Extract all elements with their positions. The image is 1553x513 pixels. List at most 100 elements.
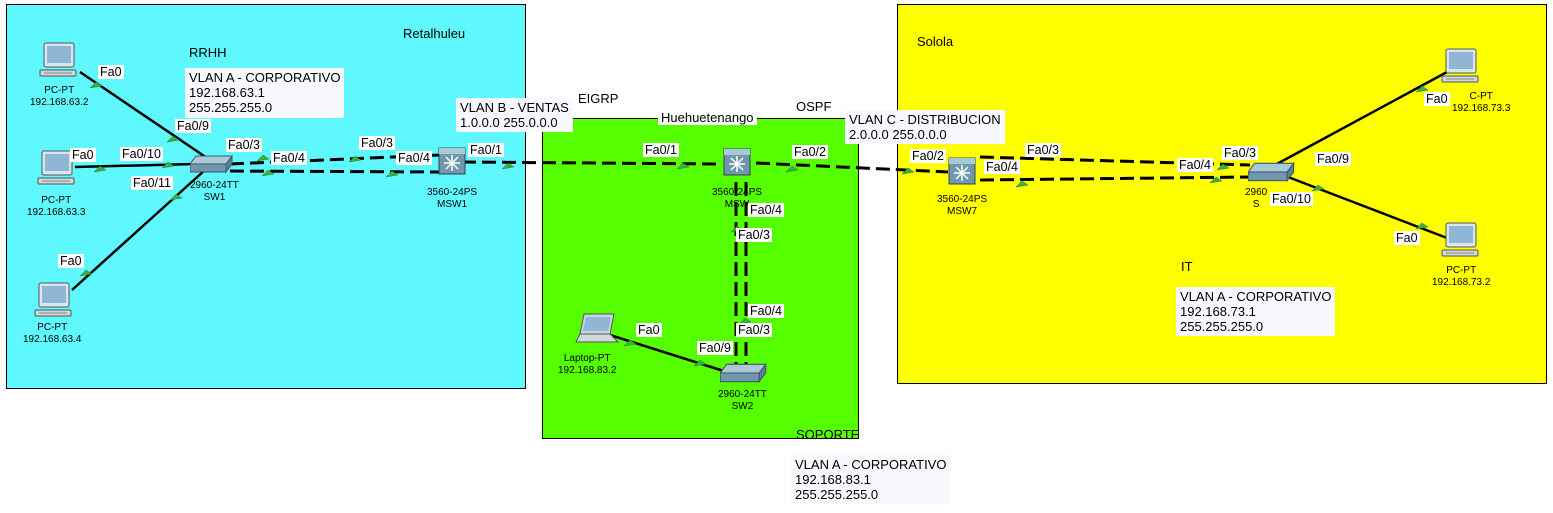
port-dot [261,169,275,177]
device-model: PC-PT [1446,265,1477,276]
device-name: MSW7 [947,206,978,217]
device-model: PC-PT [37,322,68,333]
pc-icon[interactable] [1440,48,1484,86]
note-line: 255.255.255.0 [189,100,273,115]
port-dot [785,165,799,173]
port-label: Fa0/11 [131,176,173,190]
port-label: Fa0/3 [736,228,772,242]
port-dot [1311,184,1325,192]
port-dot [93,165,107,173]
port-dot [348,155,362,163]
switch-icon[interactable] [1248,159,1296,185]
port-dot [693,359,707,367]
laptop-icon[interactable] [574,312,620,348]
zone-title-retalhuleu: Retalhuleu [403,26,466,41]
device-name: SW1 [203,192,226,203]
note-line: VLAN A - CORPORATIVO [1180,289,1332,304]
note-vlan-a-retalhuleu: VLAN A - CORPORATIVO 192.168.63.1 255.25… [185,68,345,118]
note-line: VLAN C - DISTRIBUCION [849,112,1001,127]
port-label: Fa0/1 [468,143,504,157]
device-name: S [1252,199,1260,210]
device-name: SW2 [731,401,754,412]
switch-icon[interactable] [720,360,768,386]
note-line: 2.0.0.0 255.0.0.0 [849,127,947,142]
note-line: 255.255.255.0 [795,487,879,502]
note-line: 1.0.0.0 255.0.0.0 [460,115,558,130]
port-label: Fa0 [58,254,84,268]
note-line: 192.168.63.1 [189,85,265,100]
port-dot [79,269,93,277]
pc-icon[interactable] [36,150,80,188]
link-swsol-pc4 [1274,70,1448,167]
port-dot [1209,176,1223,184]
note-line: VLAN B - VENTAS [460,100,569,115]
port-label: Fa0/3 [736,323,772,337]
port-label: Fa0/2 [792,145,828,159]
port-label: Fa0 [70,148,96,162]
port-dot [676,162,690,170]
device-model: PC-PT [44,85,75,96]
zone-solola [897,4,1547,384]
device-ip: 192.168.63.3 [27,207,86,218]
port-label: Fa0/9 [1315,152,1351,166]
note-line: 255.255.255.0 [1180,319,1264,334]
zone-title-solola: Solola [917,34,954,49]
note-line: VLAN A - CORPORATIVO [795,457,947,472]
pc-icon[interactable] [38,42,82,80]
port-dot [166,135,180,143]
port-label: Fa0/4 [748,304,784,318]
multilayer-switch-icon[interactable] [946,155,980,189]
port-label: Fa0/4 [396,151,432,165]
note-line: VLAN A - CORPORATIVO [189,70,341,85]
port-dot [501,162,515,170]
pc-icon[interactable] [1440,222,1484,260]
multilayer-switch-icon[interactable] [436,145,470,179]
port-label: Fa0 [98,65,124,79]
port-dot [161,161,175,169]
note-soporte: SOPORTE [796,427,860,442]
device-model: PC-PT [41,195,72,206]
port-label: Fa0/10 [120,147,163,161]
device-ip: 192.168.73.3 [1452,103,1511,114]
pc-icon[interactable] [33,282,77,320]
link-pc3-sw1 [71,169,206,291]
protocol-eigrp: EIGRP [578,91,619,106]
port-label: Fa0/9 [697,341,733,355]
link-msw7-swsol-fa04 [979,175,1251,182]
switch-icon[interactable] [190,152,234,176]
port-label: Fa0/3 [1025,143,1061,157]
port-label: Fa0/3 [1222,146,1258,160]
note-it: IT [1181,259,1193,274]
link-mswh-msw7 [755,161,949,174]
device-model: 2960 [1245,187,1268,198]
port-dot [385,170,399,178]
device-ip: 192.168.63.2 [30,97,89,108]
port-dot [1415,85,1429,93]
multilayer-switch-icon[interactable] [721,146,755,180]
device-ip: 192.168.73.2 [1432,277,1491,288]
port-label: Fa0 [1424,92,1450,106]
device-model: 2960-24TT [718,389,767,400]
port-dot [89,81,103,89]
port-label: Fa0/10 [1270,192,1313,206]
port-label: Fa0/3 [359,136,395,150]
port-label: Fa0/9 [175,119,211,133]
port-dot [623,339,637,347]
link-msw1-mswh [461,160,723,166]
note-vlan-b: VLAN B - VENTAS 1.0.0.0 255.0.0.0 [456,98,573,132]
note-vlan-a-huehuetenango: VLAN A - CORPORATIVO 192.168.83.1 255.25… [791,455,951,504]
port-label: Fa0 [636,323,662,337]
port-label: Fa0/3 [226,138,262,152]
port-label: Fa0/4 [271,151,307,165]
zone-title-huehuetenango: Huehuetenango [658,110,757,125]
device-model: C-PT [1469,91,1493,102]
